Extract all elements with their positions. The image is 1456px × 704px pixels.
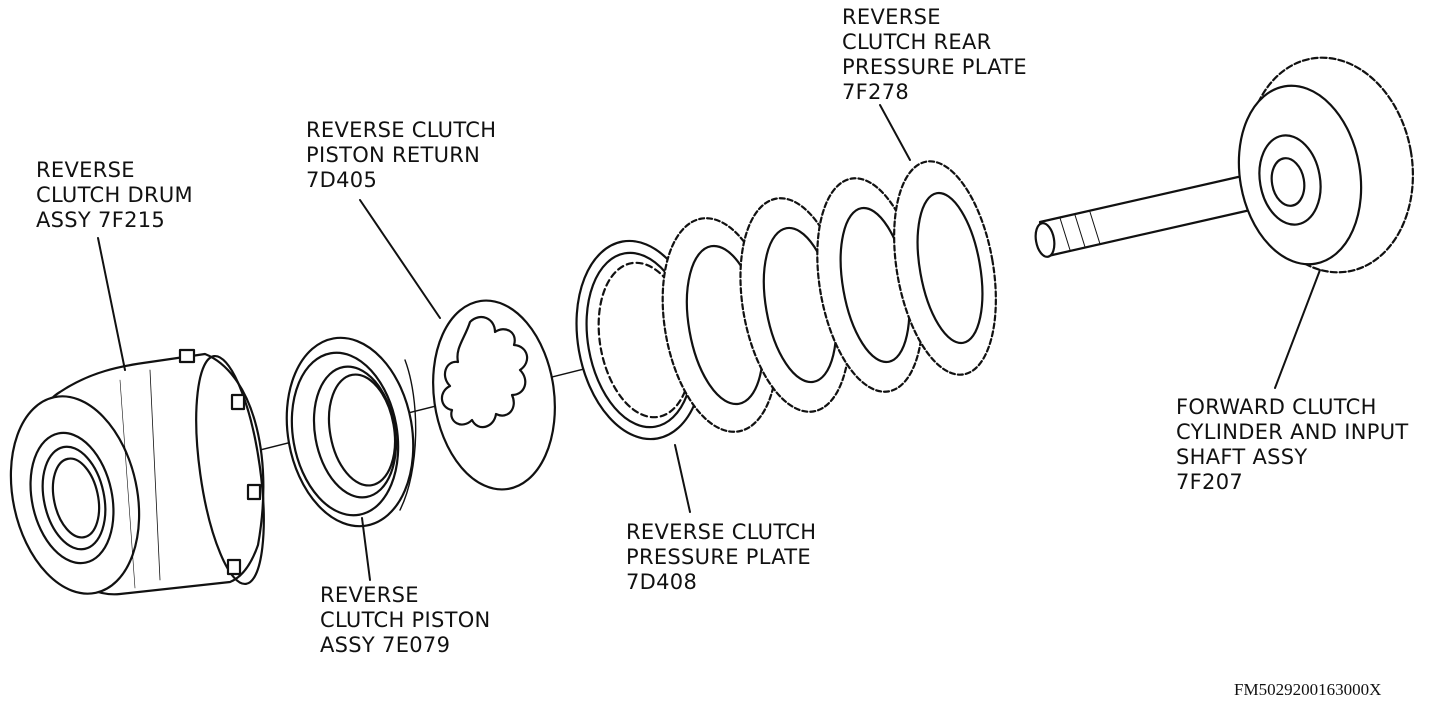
label-line: CLUTCH DRUM (36, 183, 193, 207)
piston-return-spring-part (432, 299, 556, 491)
label-reverse-clutch-piston-return: REVERSE CLUTCH PISTON RETURN 7D405 (306, 118, 496, 193)
label-line: 7D408 (626, 570, 698, 594)
label-line: CLUTCH PISTON (320, 608, 491, 632)
label-forward-clutch-cylinder: FORWARD CLUTCH CYLINDER AND INPUT SHAFT … (1176, 395, 1409, 495)
forward-clutch-leader-line (1274, 269, 1321, 389)
label-reverse-clutch-pressure-plate: REVERSE CLUTCH PRESSURE PLATE 7D408 (626, 520, 816, 595)
reverse-clutch-piston-part (285, 336, 417, 528)
label-line: REVERSE CLUTCH (306, 118, 497, 142)
label-line: REVERSE CLUTCH (626, 520, 817, 544)
label-line: ASSY 7F215 (36, 208, 166, 232)
forward-clutch-cylinder-part (1034, 56, 1415, 274)
label-line: PRESSURE PLATE (842, 55, 1027, 79)
label-line: CYLINDER AND INPUT (1176, 420, 1409, 444)
label-line: ASSY 7E079 (320, 633, 451, 657)
label-line: CLUTCH REAR (842, 30, 992, 54)
drum-leader-line (97, 237, 126, 371)
label-line: REVERSE (842, 5, 941, 29)
label-line: PISTON RETURN (306, 143, 481, 167)
piston-return-leader-line (359, 199, 441, 319)
label-line: REVERSE (320, 583, 419, 607)
label-reverse-clutch-drum: REVERSE CLUTCH DRUM ASSY 7F215 (36, 158, 193, 233)
figure-code: FM5029200163000X (1234, 680, 1382, 699)
rear-pressure-plate-leader-line (879, 104, 911, 161)
label-line: PRESSURE PLATE (626, 545, 811, 569)
label-line: 7F278 (842, 80, 910, 104)
label-line: 7F207 (1176, 470, 1244, 494)
label-line: FORWARD CLUTCH (1176, 395, 1377, 419)
label-line: 7D405 (306, 168, 378, 192)
clutch-plate-stack (661, 160, 997, 433)
label-reverse-clutch-piston: REVERSE CLUTCH PISTON ASSY 7E079 (320, 583, 491, 658)
reverse-clutch-drum-part (9, 348, 265, 596)
leader-lines (97, 104, 1321, 581)
label-line: REVERSE (36, 158, 135, 182)
label-reverse-clutch-rear-pressure-plate: REVERSE CLUTCH REAR PRESSURE PLATE 7F278 (842, 5, 1027, 105)
piston-leader-line (361, 517, 371, 581)
pressure-plate-leader-line (674, 444, 691, 513)
label-line: SHAFT ASSY (1176, 445, 1308, 469)
